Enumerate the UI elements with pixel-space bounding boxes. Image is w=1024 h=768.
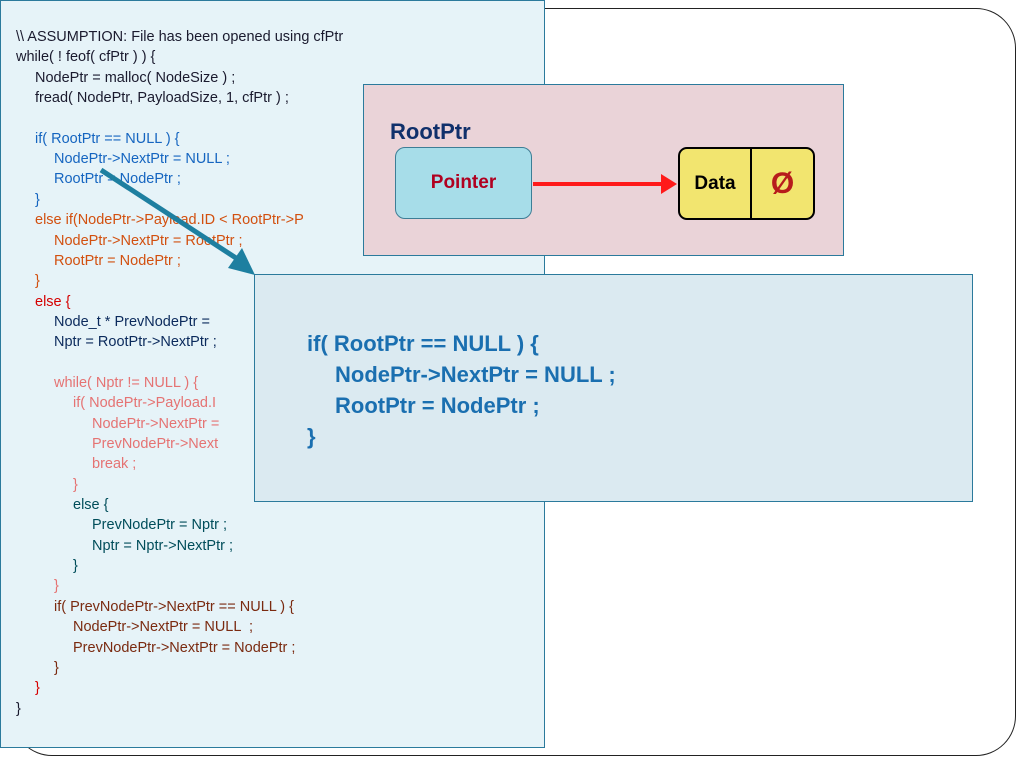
code-line: while( Nptr != NULL ) { bbox=[54, 374, 199, 391]
code-line: NodePtr->NextPtr = bbox=[92, 415, 220, 432]
null-symbol: Ø bbox=[770, 166, 795, 200]
code-line: else if(NodePtr->Payload.ID < RootPtr->P bbox=[35, 212, 304, 229]
zoom-panel: if( RootPtr == NULL ) { NodePtr->NextPtr … bbox=[254, 274, 973, 502]
code-line: } bbox=[35, 273, 40, 290]
code-line: fread( NodePtr, PayloadSize, 1, cfPtr ) … bbox=[35, 90, 289, 107]
code-line: } bbox=[73, 558, 78, 575]
code-line: Node_t * PrevNodePtr = bbox=[54, 313, 210, 330]
code-line: else { bbox=[73, 497, 109, 514]
code-line: } bbox=[54, 659, 59, 676]
code-line: else { bbox=[35, 293, 71, 310]
pointer-label: Pointer bbox=[430, 172, 497, 193]
code-line: NodePtr = malloc( NodeSize ) ; bbox=[35, 69, 236, 86]
pointer-box: Pointer bbox=[395, 147, 532, 219]
code-line: } bbox=[54, 578, 59, 595]
code-line: NodePtr->NextPtr = RootPtr ; bbox=[54, 232, 243, 249]
pointer-arrow-head bbox=[661, 174, 677, 194]
code-line: if( RootPtr == NULL ) { bbox=[35, 130, 180, 147]
code-line: while( ! feof( cfPtr ) ) { bbox=[16, 49, 156, 66]
code-line: break ; bbox=[92, 456, 137, 473]
code-line: PrevNodePtr->NextPtr = NodePtr ; bbox=[73, 639, 296, 656]
code-line: NodePtr->NextPtr = NULL ; bbox=[54, 151, 230, 168]
code-line: PrevNodePtr = Nptr ; bbox=[92, 517, 227, 534]
rootptr-diagram: RootPtr Pointer Data Ø bbox=[363, 84, 844, 256]
code-line: \\ ASSUMPTION: File has been opened usin… bbox=[16, 29, 344, 45]
node-data-label: Data bbox=[694, 172, 736, 194]
code-line: if( NodePtr->Payload.I bbox=[73, 395, 217, 412]
code-line: RootPtr = NodePtr ; bbox=[54, 252, 181, 269]
code-line: } bbox=[73, 476, 78, 493]
zoom-code-line: RootPtr = NodePtr ; bbox=[335, 393, 540, 418]
node-data-field: Data bbox=[680, 149, 752, 218]
list-node: Data Ø bbox=[678, 147, 815, 220]
code-line: PrevNodePtr->Next bbox=[92, 436, 219, 452]
code-line: } bbox=[35, 680, 40, 697]
code-line: } bbox=[35, 191, 40, 208]
node-null-pointer: Ø bbox=[752, 149, 813, 218]
zoom-code-line: if( RootPtr == NULL ) { bbox=[307, 331, 539, 356]
code-line: NodePtr->NextPtr = NULL ; bbox=[73, 619, 253, 636]
code-line: Nptr = Nptr->NextPtr ; bbox=[92, 537, 234, 554]
code-line: Nptr = RootPtr->NextPtr ; bbox=[54, 334, 217, 351]
pointer-arrow bbox=[533, 182, 663, 186]
zoom-code-line: } bbox=[307, 424, 316, 449]
code-line: if( PrevNodePtr->NextPtr == NULL ) { bbox=[54, 598, 295, 615]
code-line: RootPtr = NodePtr ; bbox=[54, 171, 181, 188]
diagram-title: RootPtr bbox=[390, 119, 471, 144]
zoom-code-line: NodePtr->NextPtr = NULL ; bbox=[335, 362, 616, 387]
code-line: } bbox=[16, 700, 21, 717]
